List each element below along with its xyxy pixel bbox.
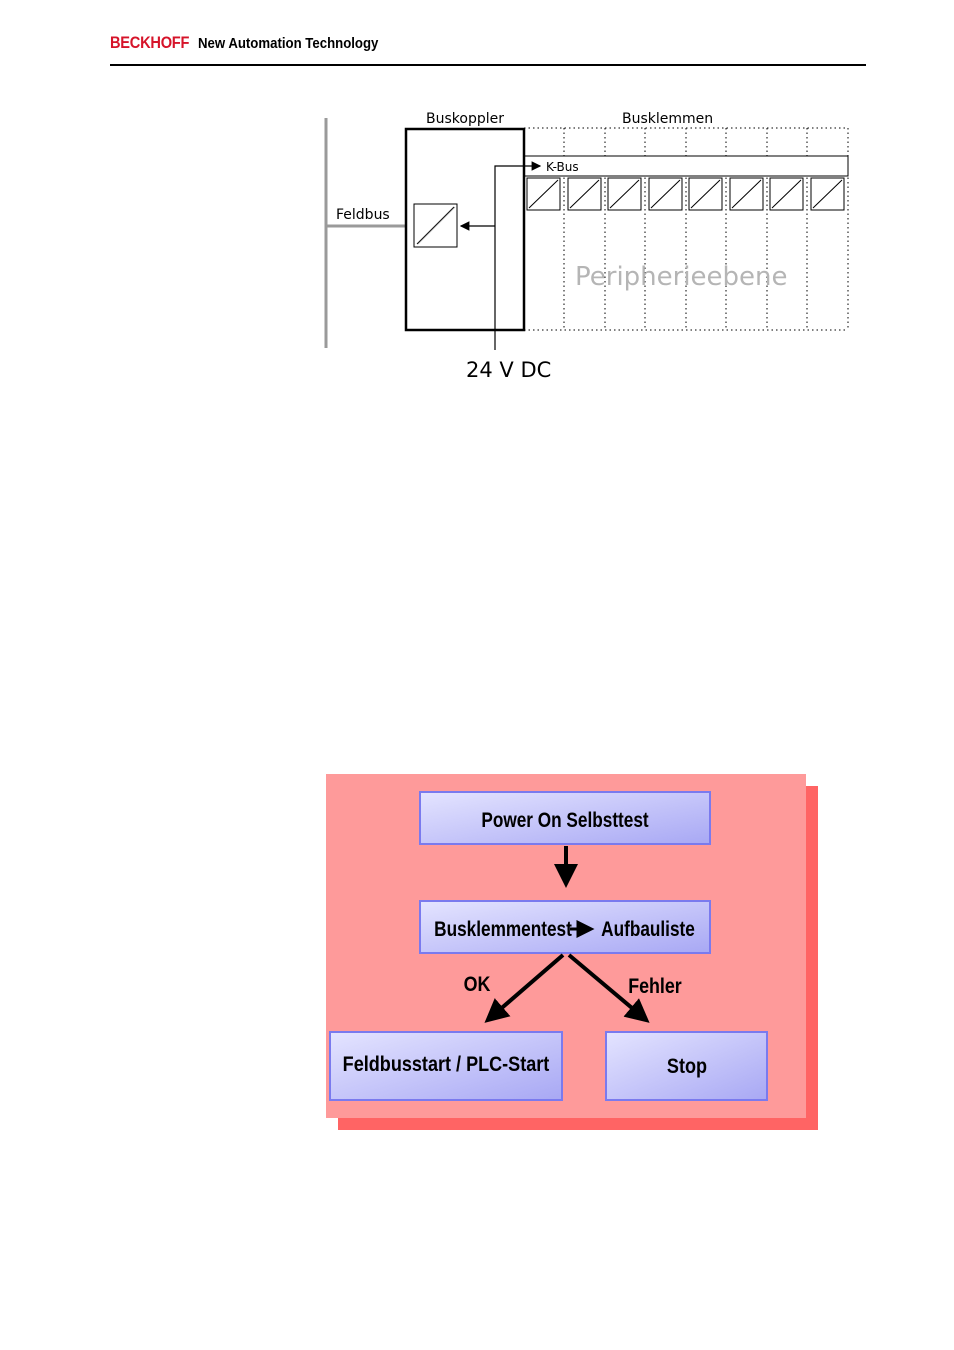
stop-label: Stop (667, 1055, 707, 1079)
fieldbus-label: Feldbus (336, 207, 390, 223)
ok-label: OK (464, 973, 491, 997)
header-tagline: New Automation Technology (198, 35, 379, 52)
beckhoff-logo: BECKHOFF (110, 33, 190, 52)
page-header: BECKHOFF New Automation Technology (110, 30, 866, 66)
power-on-box (419, 791, 711, 845)
fieldbus-start-label: Feldbusstart / PLC-Start (343, 1053, 550, 1077)
config-list-label: Aufbauliste (601, 919, 695, 942)
power-on-label: Power On Selbsttest (481, 810, 649, 833)
terminal-test-label: Busklemmentest (434, 919, 572, 942)
kbus-label: K-Bus (546, 160, 579, 174)
stop-box (605, 1031, 768, 1101)
fieldbus-start-box (329, 1031, 563, 1101)
terminal-converters (526, 177, 845, 211)
arrow-error (567, 953, 650, 1023)
arrow-ok (484, 953, 565, 1023)
busklemmen-label: Busklemmen (622, 111, 713, 127)
power-label: 24 V DC (466, 358, 551, 382)
buskoppler-label: Buskoppler (426, 111, 504, 127)
power-line (494, 161, 542, 350)
startup-flowchart: Power On Selbsttest Busklemmentest Aufba… (326, 774, 818, 1130)
terminal-columns (524, 127, 849, 331)
terminal-test-box (419, 900, 711, 954)
periphery-label: Peripherieebene (575, 262, 788, 292)
error-label: Fehler (628, 975, 682, 999)
